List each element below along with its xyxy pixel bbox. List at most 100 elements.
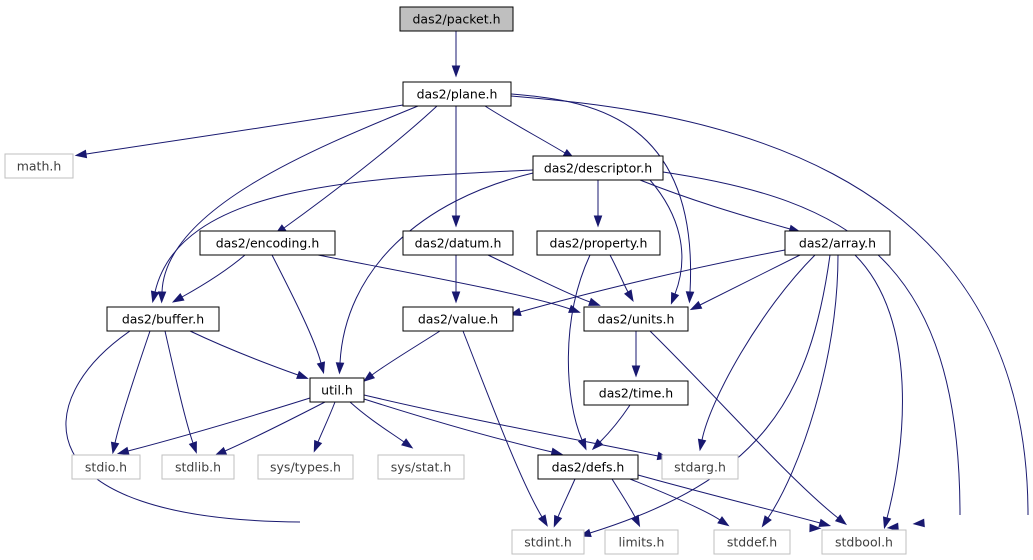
node-label: stdlib.h	[175, 460, 221, 475]
edge-value-to-stdint	[462, 330, 548, 527]
node-array[interactable]: das2/array.h	[784, 230, 891, 256]
edge-defs-to-stdint	[553, 478, 576, 528]
node-label: sys/stat.h	[391, 460, 452, 475]
edge-descriptor-to-array	[639, 179, 802, 234]
node-packet[interactable]: das2/packet.h	[399, 6, 514, 32]
node-box	[784, 230, 891, 256]
edge-encoding-to-buffer	[171, 254, 246, 303]
edge-units-to-stdbool	[649, 330, 847, 526]
edge-defs-to-limits	[611, 478, 641, 528]
node-label: das2/defs.h	[552, 460, 625, 475]
node-label: das2/packet.h	[412, 12, 500, 27]
node-buffer[interactable]: das2/buffer.h	[106, 306, 220, 332]
node-label: das2/units.h	[598, 312, 675, 327]
node-stdio: stdio.h	[71, 454, 141, 480]
edge-plane-to-math	[74, 104, 404, 159]
node-box	[71, 454, 141, 480]
edge-defs-to-stddef	[629, 478, 730, 527]
node-box	[402, 81, 512, 107]
edge-util-to-sysstat	[349, 401, 414, 449]
edge-property-to-units	[609, 254, 634, 302]
node-box	[402, 230, 514, 256]
node-label: das2/array.h	[799, 236, 876, 251]
node-label: das2/value.h	[418, 312, 498, 327]
node-stdlib: stdlib.h	[161, 454, 235, 480]
edge-encoding-to-util	[271, 254, 326, 375]
edge-time-to-defs	[591, 404, 631, 451]
node-stdint: stdint.h	[511, 529, 585, 555]
node-box	[399, 6, 514, 32]
edge-plane-to-descriptor	[484, 105, 575, 159]
edge-buffer-to-stdio	[110, 330, 151, 455]
edge-util-to-stdlib	[214, 401, 326, 456]
node-stdarg: stdarg.h	[661, 454, 739, 480]
node-util[interactable]: util.h	[309, 377, 365, 403]
edge-buffer-to-util	[189, 330, 309, 379]
edge-encoding-to-units	[317, 254, 581, 313]
node-label: stdarg.h	[674, 460, 726, 475]
node-box	[713, 529, 791, 555]
edge-plane-to-stdbool	[510, 95, 1029, 528]
node-label: das2/time.h	[599, 386, 673, 401]
node-box	[511, 529, 585, 555]
edge-units-to-time	[631, 331, 641, 378]
node-plane[interactable]: das2/plane.h	[402, 81, 512, 107]
node-limits: limits.h	[604, 529, 679, 555]
edge-packet-to-plane	[451, 31, 461, 78]
node-box	[106, 306, 220, 332]
node-box	[821, 529, 907, 555]
node-box	[532, 155, 664, 181]
node-label: stddef.h	[727, 535, 777, 550]
node-label: das2/datum.h	[415, 236, 502, 251]
node-label: stdint.h	[524, 535, 572, 550]
node-stdbool: stdbool.h	[821, 529, 907, 555]
node-box	[583, 306, 689, 332]
edge-buffer-to-stdbool	[65, 330, 822, 533]
node-math: math.h	[4, 153, 74, 179]
node-label: das2/property.h	[550, 236, 648, 251]
node-datum[interactable]: das2/datum.h	[402, 230, 514, 256]
node-box	[199, 230, 336, 256]
node-units[interactable]: das2/units.h	[583, 306, 689, 332]
node-box	[537, 454, 639, 480]
edge-property-to-defs	[567, 254, 591, 451]
node-value[interactable]: das2/value.h	[402, 306, 514, 332]
edge-descriptor-to-buffer	[150, 169, 534, 304]
node-time[interactable]: das2/time.h	[583, 380, 689, 406]
node-box	[661, 454, 739, 480]
node-sysstat: sys/stat.h	[377, 454, 465, 480]
edge-plane-to-datum	[451, 106, 461, 228]
node-label: das2/buffer.h	[122, 312, 204, 327]
edge-array-to-stdbool	[854, 254, 903, 530]
node-property[interactable]: das2/property.h	[536, 230, 661, 256]
node-label: util.h	[321, 383, 353, 398]
edge-buffer-to-stdlib	[164, 330, 197, 454]
node-layer: das2/packet.h das2/plane.h math.h das2/desc…	[4, 6, 907, 555]
edge-array-to-units	[689, 254, 801, 311]
node-defs[interactable]: das2/defs.h	[537, 454, 639, 480]
edge-array-to-stdarg	[697, 254, 816, 452]
edge-descriptor-to-util	[335, 172, 534, 375]
node-box	[257, 454, 354, 480]
edge-layer	[65, 31, 1029, 537]
node-label: sys/types.h	[270, 460, 341, 475]
edge-datum-to-value	[451, 255, 461, 304]
edge-plane-to-units	[510, 93, 695, 304]
node-descriptor[interactable]: das2/descriptor.h	[532, 155, 664, 181]
edge-datum-to-units	[487, 254, 601, 306]
edge-array-to-stddef	[761, 254, 839, 528]
edge-descriptor-to-stdbool	[662, 171, 961, 532]
node-box	[161, 454, 235, 480]
edge-util-to-systypes	[313, 401, 336, 453]
node-box	[4, 153, 74, 179]
edge-util-to-defs	[363, 398, 564, 457]
node-box	[309, 377, 365, 403]
edge-descriptor-to-units	[649, 179, 683, 305]
node-label: das2/encoding.h	[216, 236, 320, 251]
node-box	[536, 230, 661, 256]
node-box	[604, 529, 679, 555]
edge-defs-to-stdbool	[637, 474, 832, 528]
edge-plane-to-buffer	[157, 105, 419, 304]
node-encoding[interactable]: das2/encoding.h	[199, 230, 336, 256]
node-systypes: sys/types.h	[257, 454, 354, 480]
